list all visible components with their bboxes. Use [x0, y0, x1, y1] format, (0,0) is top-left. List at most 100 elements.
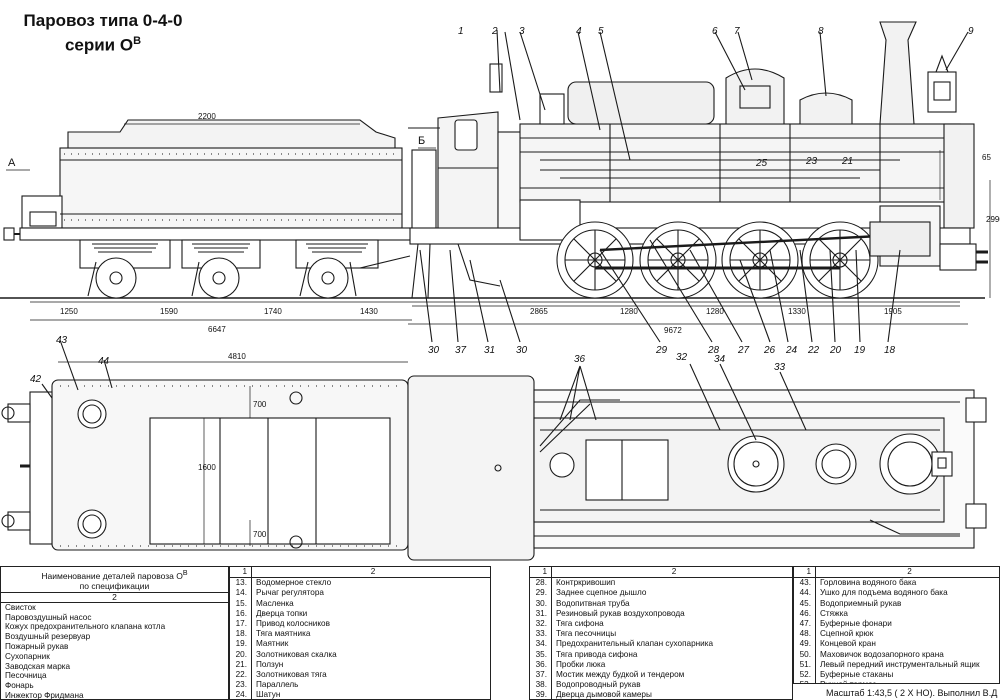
parts-row-name: Предохранительный клапан сухопарника: [556, 639, 714, 649]
col-name-header: 2: [907, 567, 912, 576]
parts-row: Воздушный резервуар: [1, 632, 228, 642]
parts-row-number: 23.: [230, 680, 252, 691]
parts-row-number: 31.: [530, 608, 552, 620]
parts-row: 14.Рычаг регулятора: [230, 588, 490, 599]
dim-6647: 6647: [208, 325, 226, 334]
parts-row-number: 19.: [230, 639, 252, 650]
parts-row: Свисток: [1, 603, 228, 613]
parts-row-number: 49.: [794, 639, 816, 650]
parts-row: 18.Тяга маятника: [230, 629, 490, 640]
dim-2200: 2200: [198, 112, 216, 121]
parts-row: Сухопарник: [1, 652, 228, 662]
parts-row-name: Масленка: [256, 598, 294, 608]
parts-row-number: 30.: [530, 598, 552, 609]
parts-row-number: 20.: [230, 649, 252, 660]
running-gear: [359, 199, 988, 299]
parts-row: 28.Контркривошип: [530, 578, 792, 589]
parts-row: 44. Ушко для подъема водяного бака: [794, 588, 999, 599]
parts-row: 24. Шатун: [230, 690, 490, 700]
parts-row-name: Золотниковая скалка: [256, 649, 337, 659]
dim-700b: 700: [253, 530, 267, 539]
dim-1250: 1250: [60, 307, 78, 316]
parts-row-name: Ушко для подъема водяного бака: [820, 588, 948, 598]
parts-row-name: Воздушный резервуар: [5, 632, 91, 642]
parts-row: 29.Заднее сцепное дышло: [530, 588, 792, 599]
parts-table-3-header: 1 2: [530, 567, 792, 579]
callout-bottom-30a: 30: [428, 345, 440, 356]
drawing-title: Паровоз типа 0-4-0 серии ОВ: [8, 10, 198, 56]
callout-top-2: 2: [491, 26, 498, 37]
parts-row-name: Заводская марка: [5, 661, 71, 671]
dim-9672: 9672: [664, 326, 682, 335]
parts-row-name: Пожарный рукав: [5, 642, 69, 652]
dim-4810: 4810: [228, 352, 246, 361]
parts-row-name: Песочница: [5, 671, 47, 681]
tender-side: [3, 119, 413, 299]
dim-700a: 700: [253, 400, 267, 409]
parts-row: 53.Ручной тормоз: [794, 680, 999, 683]
parts-row-name: Сцепной крюк: [820, 629, 874, 639]
parts-row-number: 45.: [794, 598, 816, 609]
parts-row: 48.Сцепной крюк: [794, 629, 999, 640]
callout-bottom-37: 37: [455, 345, 467, 356]
callout-top-7: 7: [734, 26, 740, 37]
parts-row: 23. Параллель: [230, 680, 490, 691]
boiler-plan: [533, 389, 987, 549]
parts-row: 22. Золотниковая тяга: [230, 670, 490, 681]
parts-row: 32.Тяга сифона: [530, 619, 792, 630]
dim-1280b: 1280: [706, 307, 724, 316]
parts-row-name: Контркривошип: [556, 578, 616, 588]
parts-row: Пожарный рукав: [1, 642, 228, 652]
parts-row: 19.Маятник: [230, 639, 490, 650]
callout-bottom-28: 28: [707, 345, 720, 356]
parts-row-number: 44.: [794, 588, 816, 599]
parts-row: 17.Привод колосников: [230, 619, 490, 630]
dim-1430: 1430: [360, 307, 378, 316]
parts-row-name: Паровоздушный насос: [5, 612, 92, 622]
parts-row-name: Ручной тормоз: [816, 680, 876, 683]
parts-row-number: 15.: [230, 598, 252, 609]
parts-row-name: Резиновый рукав воздухопровода: [556, 608, 685, 618]
parts-row: 49. Концевой кран: [794, 639, 999, 650]
callout-plan-42: 42: [30, 374, 42, 385]
parts-row-name: Привод колосников: [256, 619, 330, 629]
dim-1590: 1590: [160, 307, 178, 316]
parts-row-name: Дверца топки: [256, 608, 308, 618]
title-line-2: серии ОВ: [8, 31, 198, 56]
parts-row-name: Золотниковая тяга: [256, 670, 327, 680]
parts-row-name: Шатун: [256, 690, 281, 700]
parts-row-name: Водомерное стекло: [256, 578, 332, 588]
parts-row-number: 24.: [230, 690, 252, 699]
parts-row-number: 37.: [530, 670, 552, 681]
parts-row-name: Сухопарник: [5, 651, 50, 661]
parts-row-name: Концевой кран: [820, 639, 876, 649]
parts-row-number: 16.: [230, 608, 252, 620]
parts-row-name: Инжектор Фридмана: [5, 691, 84, 700]
callout-plan-34: 34: [714, 354, 726, 365]
tender-plan: [1, 379, 409, 551]
scale-note: Масштаб 1:43,5 ( 2 Х НО). Выполнил В.Д: [826, 688, 998, 698]
parts-row-number: 38.: [530, 680, 552, 691]
callout-bottom-31: 31: [484, 345, 495, 356]
parts-row: 36.Пробки люка: [530, 659, 792, 671]
callout-top-1: 1: [458, 26, 464, 37]
parts-row-number: 22.: [230, 670, 252, 681]
parts-table-1: Наименование деталей паровоза ОВ по спец…: [0, 566, 229, 700]
parts-row-name: Пробки люка: [556, 659, 606, 669]
callout-bottom-29: 29: [655, 345, 668, 356]
parts-row-number: 47.: [794, 619, 816, 630]
callout-top-8: 8: [818, 26, 824, 37]
parts-row-name: Параллель: [256, 680, 299, 690]
parts-table-header-sup: В: [182, 569, 188, 577]
parts-row: 33.Тяга песочницы: [530, 629, 792, 640]
parts-row: 52.Буферные стаканы: [794, 670, 999, 681]
parts-row-name: Стяжка: [820, 608, 848, 618]
parts-row: 45.Водоприемный рукав: [794, 598, 999, 609]
parts-row: 37.Мостик между будкой и тендером: [530, 670, 792, 681]
parts-row: Кожух предохранительного клапана котла: [1, 622, 228, 632]
